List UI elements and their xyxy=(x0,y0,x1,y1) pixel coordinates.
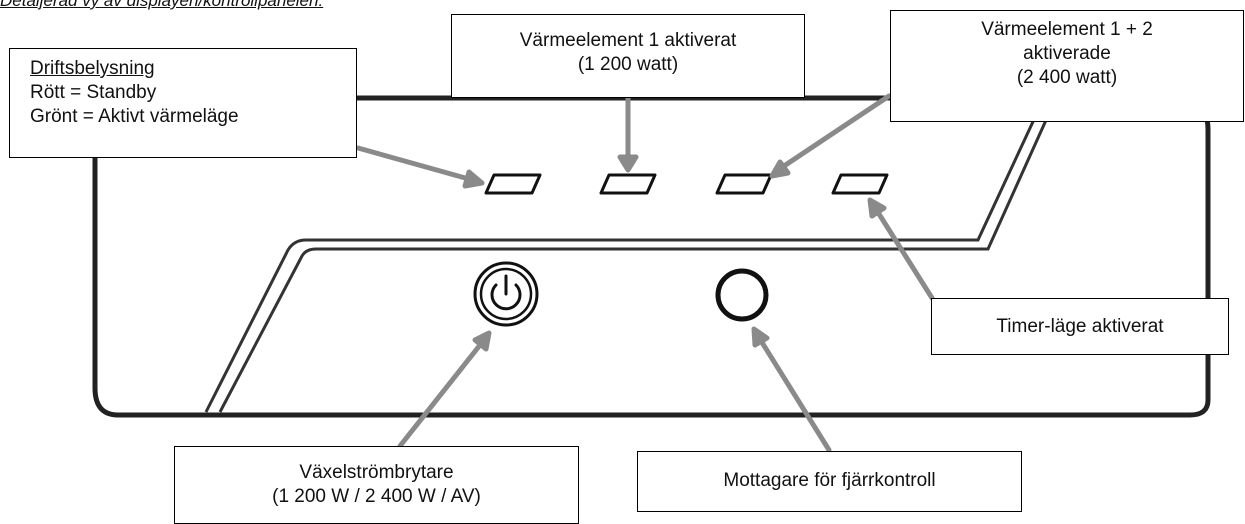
callout-element-1: Värmeelement 1 aktiverat (1 200 watt) xyxy=(451,14,805,98)
arrow-receiver-head xyxy=(751,326,770,348)
arrow-element-1-head xyxy=(617,154,639,173)
callout-remote-receiver: Mottagare för fjärrkontroll xyxy=(637,451,1022,512)
callout-element-1-2: Värmeelement 1 + 2 aktiverade (2 400 wat… xyxy=(890,10,1244,122)
arrow-element-1-2-head xyxy=(769,159,791,179)
led-element-1 xyxy=(599,173,657,195)
circle-sensor-icon xyxy=(715,268,769,322)
callout-timer: Timer-läge aktiverat xyxy=(931,298,1229,355)
callout-operation-light: Driftsbelysning Rött = Standby Grönt = A… xyxy=(9,48,357,158)
led-operation xyxy=(484,173,542,195)
panel-bevel-outer-line xyxy=(204,97,1046,413)
arrow-switch-shaft xyxy=(397,337,487,449)
callout-ac-switch-line-2: (1 200 W / 2 400 W / AV) xyxy=(272,486,481,507)
callout-remote-receiver-line-1: Mottagare för fjärrkontroll xyxy=(723,470,936,491)
arrow-switch-head xyxy=(472,330,492,352)
arrow-indicator-shaft xyxy=(355,145,479,184)
led-timer xyxy=(831,173,889,195)
callout-operation-light-title: Driftsbelysning xyxy=(30,58,155,79)
panel-bevel-inner-line xyxy=(218,97,1058,413)
callout-element-1-2-line-1: Värmeelement 1 + 2 xyxy=(981,19,1153,40)
arrow-timer-shaft xyxy=(871,203,935,301)
arrow-element-1-2-shaft xyxy=(775,93,892,173)
callout-operation-light-green: Grönt = Aktivt värmeläge xyxy=(30,106,239,127)
arrow-timer-head xyxy=(867,197,887,219)
callout-element-1-2-line-3: (2 400 watt) xyxy=(1016,67,1118,88)
callout-element-1-line-2: (1 200 watt) xyxy=(577,54,679,75)
arrow-receiver-shaft xyxy=(755,333,832,453)
callout-operation-light-red: Rött = Standby xyxy=(30,82,157,103)
arrow-indicator-head xyxy=(462,169,485,189)
page-title: Detaljerad vy av displayen/kontrollpanel… xyxy=(0,0,324,10)
callout-timer-line-1: Timer-läge aktiverat xyxy=(996,316,1164,337)
led-element-1-2 xyxy=(715,173,773,195)
callout-ac-switch-line-1: Växelströmbrytare xyxy=(299,462,454,483)
callout-ac-switch: Växelströmbrytare (1 200 W / 2 400 W / A… xyxy=(174,446,579,524)
power-icon[interactable] xyxy=(473,261,539,327)
callout-element-1-2-line-2: aktiverade xyxy=(1023,43,1111,64)
callout-element-1-line-1: Värmeelement 1 aktiverat xyxy=(519,30,737,51)
